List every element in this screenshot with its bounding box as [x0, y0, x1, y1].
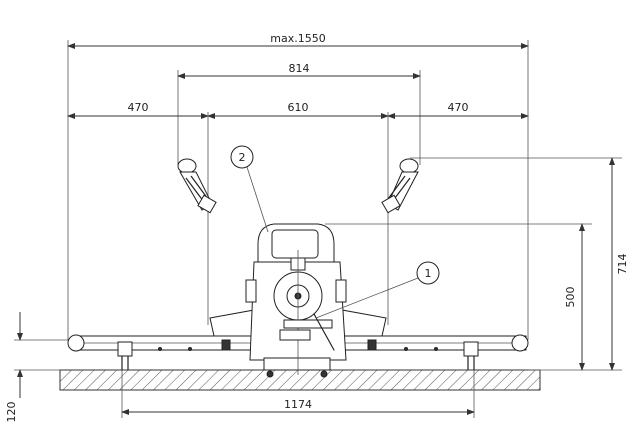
callout-label-2: 2 — [239, 151, 246, 164]
callout-part-1: 1 — [315, 261, 440, 319]
dimension-overall-width: max.1550 — [67, 32, 529, 340]
dimension-base-length: 1174 — [121, 370, 475, 418]
side-tables — [209, 309, 387, 339]
dimension-label-floor-height: 120 — [5, 402, 18, 423]
left-roller-assembly — [177, 158, 217, 214]
dimension-floor-height: 120 — [5, 312, 70, 423]
dimension-label-unit-height: 500 — [564, 287, 577, 308]
dimension-label-total-height: 714 — [616, 254, 629, 275]
crank-wheel — [273, 250, 323, 375]
dimension-unit-height: 500 — [325, 223, 592, 371]
dimension-label-base-length: 1174 — [284, 398, 312, 411]
dimension-label-overall: max.1550 — [270, 32, 325, 45]
dimension-label-left-offset: 470 — [128, 101, 149, 114]
right-roller-assembly — [381, 158, 419, 214]
dimension-label-inner-span: 814 — [289, 62, 310, 75]
callout-label-1: 1 — [425, 267, 432, 280]
dimension-label-right-offset: 470 — [448, 101, 469, 114]
dimension-label-center-width: 610 — [288, 101, 309, 114]
dimension-total-height: 714 — [410, 157, 629, 371]
floor-slab — [59, 369, 541, 391]
callout-part-2: 2 — [230, 145, 269, 233]
crank-handle — [279, 313, 335, 351]
